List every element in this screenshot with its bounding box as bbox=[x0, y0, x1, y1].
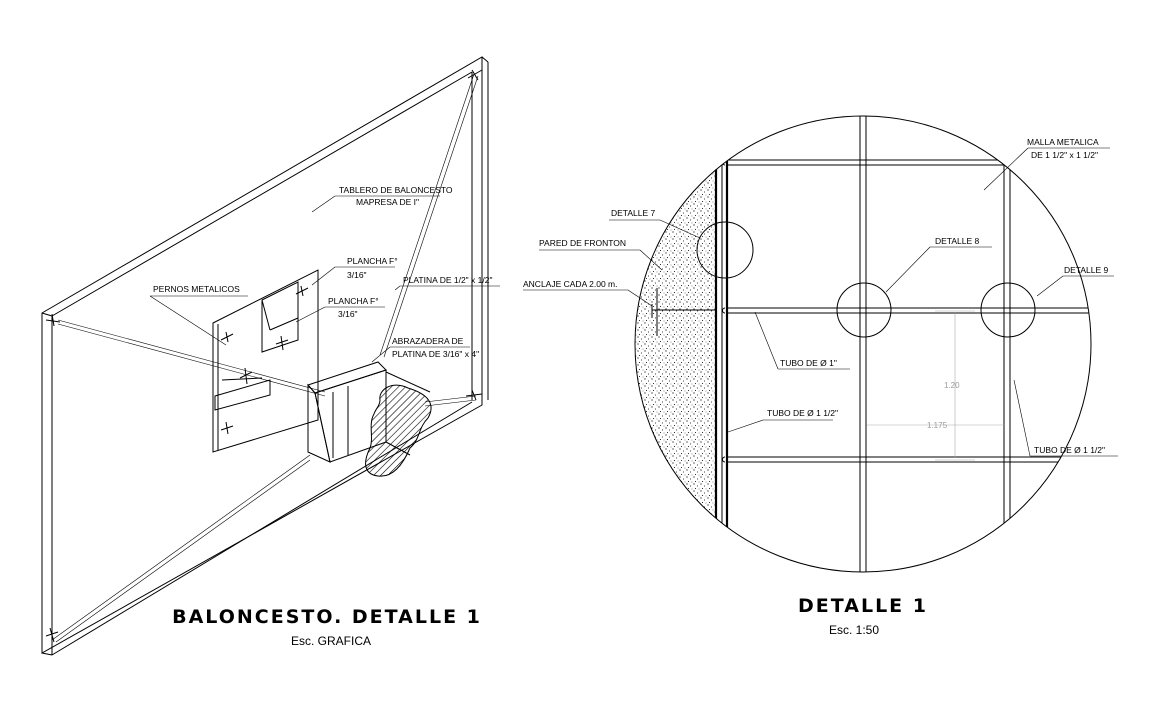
label-tubo-1-5-right: TUBO DE Ø 1 1/2" bbox=[1034, 445, 1105, 455]
detail-7-marker bbox=[696, 221, 754, 279]
corner-bolts bbox=[45, 69, 483, 643]
dimension-vertical: 1.20 bbox=[944, 381, 960, 390]
leader-lines-right bbox=[523, 147, 1118, 457]
detail-9-marker bbox=[980, 282, 1036, 338]
dimension-lines bbox=[865, 310, 1011, 461]
label-plancha1-line1: PLANCHA F° bbox=[347, 256, 398, 266]
label-tablero-line2: MAPRESA DE I" bbox=[356, 197, 419, 207]
right-drawing-scale: Esc. 1:50 bbox=[829, 623, 879, 637]
detail-1-circle-view: 1.20 1.175 MALLA METALICA DE 1 1/2" x 1 … bbox=[523, 115, 1118, 637]
label-platina: PLATINA DE 1/2" x 1/2" bbox=[403, 275, 493, 285]
label-pernos: PERNOS METALICOS bbox=[153, 284, 240, 294]
pipe-section-hatch bbox=[365, 384, 432, 477]
mounting-plate-assembly bbox=[212, 269, 319, 453]
tension-cables bbox=[51, 73, 479, 643]
label-plancha1-line2: 3/16" bbox=[347, 270, 367, 280]
dimension-horizontal: 1.175 bbox=[927, 421, 948, 430]
horizontal-pipes bbox=[727, 159, 1091, 463]
leader-lines-left bbox=[149, 195, 500, 363]
label-pared-fronton: PARED DE FRONTON bbox=[539, 238, 626, 248]
label-tubo-1-5-left: TUBO DE Ø 1 1/2" bbox=[767, 408, 838, 418]
label-detalle-9: DETALLE 9 bbox=[1064, 265, 1109, 275]
label-detalle-7: DETALLE 7 bbox=[611, 208, 656, 218]
label-anclaje: ANCLAJE CADA 2.00 m. bbox=[523, 279, 617, 289]
right-drawing-title: DETALLE 1 bbox=[798, 595, 928, 617]
label-detalle-8: DETALLE 8 bbox=[935, 236, 980, 246]
left-drawing-scale: Esc. GRAFICA bbox=[291, 634, 371, 648]
backboard-outline bbox=[41, 56, 483, 654]
label-plancha2-line1: PLANCHA F° bbox=[328, 296, 379, 306]
label-tubo-1: TUBO DE Ø 1" bbox=[780, 358, 837, 368]
backboard-isometric-view: TABLERO DE BALONCESTO MAPRESA DE I" PLAN… bbox=[41, 56, 500, 656]
left-drawing-title: BALONCESTO. DETALLE 1 bbox=[172, 606, 482, 628]
vertical-pipes bbox=[859, 116, 1011, 572]
detail-boundary-circle bbox=[634, 115, 1092, 573]
detail-8-marker bbox=[836, 282, 892, 338]
label-abrazadera-line1: ABRAZADERA DE bbox=[392, 336, 464, 346]
label-tablero-line1: TABLERO DE BALONCESTO bbox=[339, 185, 453, 195]
label-malla-line1: MALLA METALICA bbox=[1027, 137, 1099, 147]
label-malla-line2: DE 1 1/2" x 1 1/2" bbox=[1031, 150, 1098, 160]
label-plancha2-line2: 3/16" bbox=[338, 309, 358, 319]
label-abrazadera-line2: PLATINA DE 3/16" x 4" bbox=[392, 349, 479, 359]
